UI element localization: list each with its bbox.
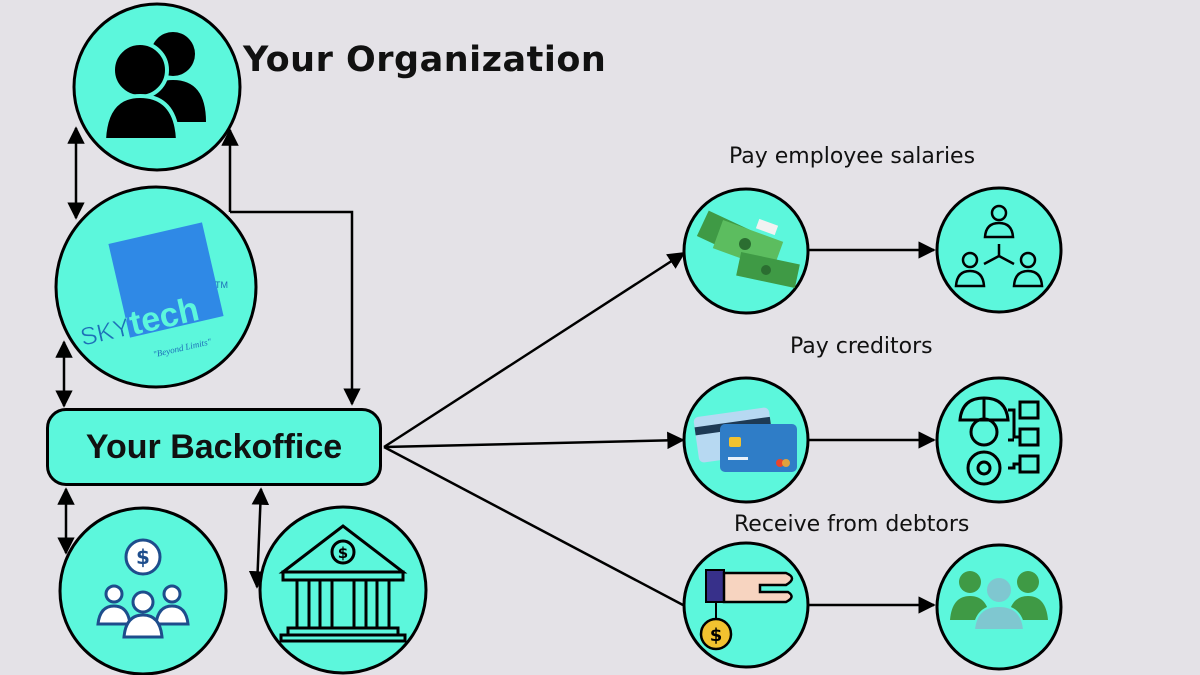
- connectors: [55, 126, 936, 614]
- creditors-target-node: [935, 376, 1063, 504]
- debtors-target-node: [935, 543, 1063, 671]
- skytech-node: SKY tech "Beyond Limits": [54, 185, 258, 389]
- debtors-source-node: $: [682, 541, 810, 669]
- salaries-source-node: [682, 187, 810, 315]
- flow-label-salaries: Pay employee salaries: [729, 144, 976, 169]
- creditors-source-node: [682, 376, 810, 504]
- credit-cards-icon: [693, 407, 797, 472]
- logo-trademark: TM: [215, 280, 228, 290]
- users-icon: [101, 32, 206, 142]
- organization-title: Your Organization: [243, 40, 607, 80]
- arrow-backoffice-debtors: [383, 445, 684, 607]
- supplier-worker-icon: [958, 396, 1040, 486]
- arrow-org-backoffice: [230, 210, 361, 406]
- flow-label-creditors: Pay creditors: [790, 334, 933, 359]
- salaries-target-node: [935, 186, 1063, 314]
- arrow-backoffice-salaries: [383, 251, 686, 449]
- svg-text:$: $: [710, 625, 723, 646]
- employees-dollar-icon: $: [96, 538, 190, 639]
- backoffice-box: Your Backoffice: [46, 408, 382, 486]
- bank-node: $: [258, 505, 428, 675]
- svg-text:$: $: [338, 544, 348, 562]
- hand-coin-icon: $: [699, 569, 794, 651]
- arrow-backoffice-bank: [248, 487, 270, 589]
- bank-icon: $: [278, 524, 408, 643]
- employee-network-icon: [954, 204, 1044, 288]
- svg-text:$: $: [136, 545, 150, 569]
- customers-icon: [950, 571, 1048, 631]
- employees-node: $: [58, 506, 228, 675]
- flow-label-debtors: Receive from debtors: [734, 512, 970, 537]
- organization-node: [72, 2, 242, 172]
- arrow-backoffice-creditors: [383, 431, 685, 450]
- money-stack-icon: [696, 210, 800, 288]
